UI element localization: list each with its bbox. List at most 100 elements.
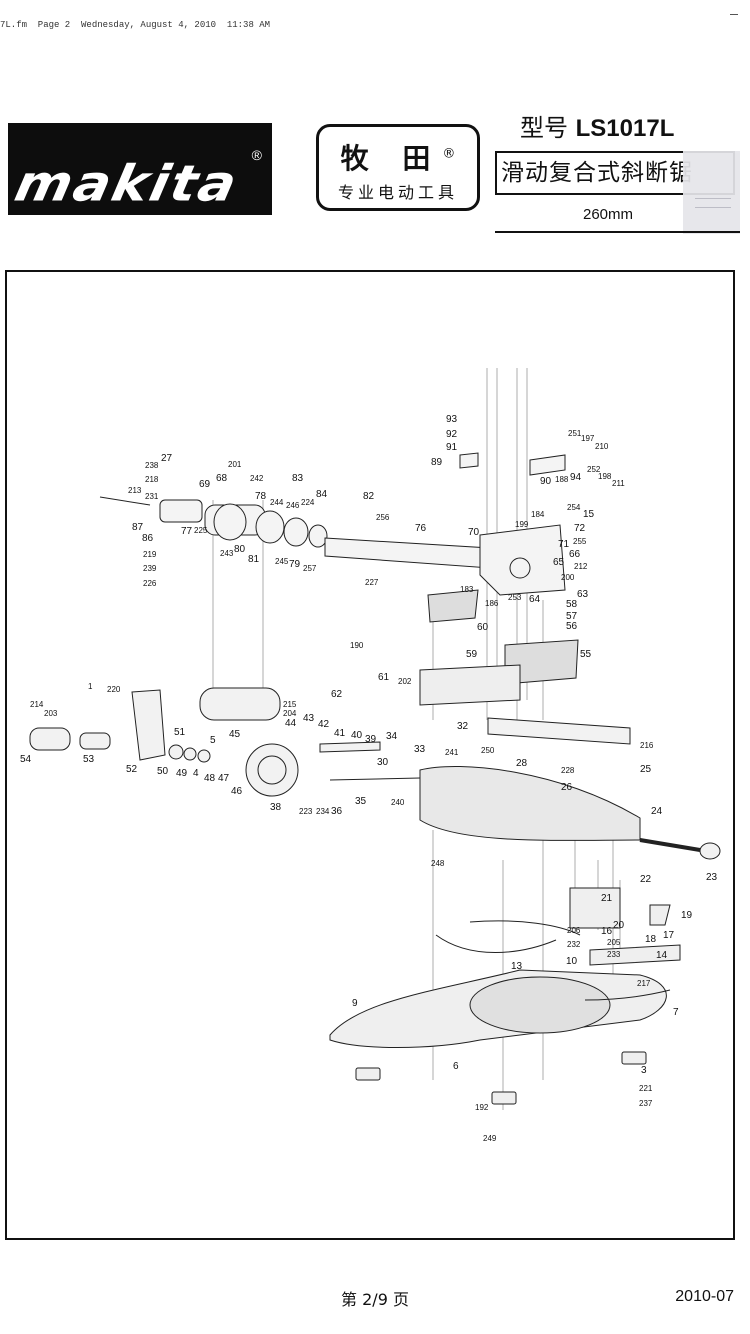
- part-label: 237: [639, 1099, 653, 1108]
- part-label: 1: [88, 682, 93, 691]
- part-label: 211: [612, 479, 625, 488]
- part-label: 240: [391, 798, 405, 807]
- part-label: 3: [641, 1065, 647, 1076]
- part-label: 65: [553, 557, 565, 568]
- part-label: 83: [292, 473, 304, 484]
- part-label: 188: [555, 475, 569, 484]
- part-label: 30: [377, 757, 389, 768]
- model-number: 型号 LS1017L: [520, 114, 675, 142]
- part-label: 225: [194, 526, 208, 535]
- part-label: 33: [414, 744, 426, 755]
- part-label: 40: [351, 730, 363, 741]
- part-label: 42: [318, 719, 330, 730]
- part-label: 71: [558, 539, 570, 550]
- corner-mark: [730, 14, 738, 15]
- part-label: 55: [580, 649, 592, 660]
- part-label: 64: [529, 594, 541, 605]
- part-label: 190: [350, 641, 364, 650]
- page-number: 第 2/9 页: [341, 1290, 409, 1309]
- part-label: 36: [331, 806, 343, 817]
- part-label: 92: [446, 429, 458, 440]
- part-label: 48: [204, 773, 216, 784]
- part-label: 4: [193, 768, 199, 779]
- part-label: 218: [145, 475, 159, 484]
- part-label: 239: [143, 564, 157, 573]
- part-label: 241: [445, 748, 459, 757]
- part-label: 233: [607, 950, 621, 959]
- part-label: 69: [199, 479, 211, 490]
- part-label: 250: [481, 746, 495, 755]
- part-label: 61: [378, 672, 390, 683]
- part-label: 38: [270, 802, 282, 813]
- part-label: 243: [220, 549, 234, 558]
- part-label: 212: [574, 562, 588, 571]
- part-label: 200: [561, 573, 575, 582]
- part-label: 56: [566, 621, 578, 632]
- part-label: 68: [216, 473, 228, 484]
- overlay-sticker: [683, 151, 740, 234]
- part-label: 76: [415, 523, 427, 534]
- header-rule: [495, 231, 740, 233]
- part-label: 47: [218, 773, 230, 784]
- part-label: 17: [663, 930, 675, 941]
- part-label: 60: [477, 622, 489, 633]
- part-label: 91: [446, 442, 458, 453]
- document-date: 2010-07: [675, 1288, 734, 1305]
- part-label: 43: [303, 713, 315, 724]
- part-label: 22: [640, 874, 652, 885]
- part-label: 184: [531, 510, 545, 519]
- part-label: 248: [431, 859, 445, 868]
- part-label: 25: [640, 764, 652, 775]
- part-label: 45: [229, 729, 241, 740]
- badge-subtitle: 专业电动工具: [337, 183, 458, 202]
- part-label: 203: [44, 709, 58, 718]
- part-label: 28: [516, 758, 528, 769]
- part-label: 183: [460, 585, 474, 594]
- part-label: 24: [651, 806, 663, 817]
- part-label: 249: [483, 1134, 497, 1143]
- part-label: 7: [673, 1007, 679, 1018]
- part-label: 215: [283, 700, 297, 709]
- part-label: 255: [573, 537, 587, 546]
- part-label: 205: [607, 938, 621, 947]
- part-label: 224: [301, 498, 315, 507]
- part-label: 86: [142, 533, 154, 544]
- part-label: 32: [457, 721, 469, 732]
- part-label: 53: [83, 754, 95, 765]
- badge-brand-name: 牧 田®: [340, 142, 456, 175]
- part-label: 231: [145, 492, 159, 501]
- part-label: 232: [567, 940, 581, 949]
- part-label: 245: [275, 557, 289, 566]
- part-label: 63: [577, 589, 589, 600]
- part-label: 80: [234, 544, 246, 555]
- file-header: 7L.fm Page 2 Wednesday, August 4, 2010 1…: [0, 20, 271, 30]
- part-label: 78: [255, 491, 267, 502]
- brand-badge: 牧 田® 专业电动工具: [316, 124, 480, 211]
- part-label: 35: [355, 796, 367, 807]
- part-label: 192: [475, 1103, 489, 1112]
- part-label: 84: [316, 489, 328, 500]
- part-label: 87: [132, 522, 144, 533]
- part-label: 44: [285, 718, 297, 729]
- part-label: 204: [283, 709, 297, 718]
- part-label: 26: [561, 782, 573, 793]
- makita-logo: ® makita: [8, 123, 272, 215]
- part-label: 257: [303, 564, 317, 573]
- part-label: 252: [587, 465, 601, 474]
- part-label: 66: [569, 549, 581, 560]
- part-label: 210: [595, 442, 609, 451]
- part-label: 50: [157, 766, 169, 777]
- part-label: 238: [145, 461, 159, 470]
- part-label: 19: [681, 910, 693, 921]
- part-label: 82: [363, 491, 375, 502]
- part-label: 46: [231, 786, 243, 797]
- part-label: 70: [468, 527, 480, 538]
- part-label: 18: [645, 934, 657, 945]
- blade-size: 260mm: [583, 206, 634, 223]
- part-label: 90: [540, 476, 552, 487]
- part-label: 234: [316, 807, 330, 816]
- part-label: 6: [453, 1061, 459, 1072]
- part-label: 23: [706, 872, 718, 883]
- part-label: 57: [566, 611, 578, 622]
